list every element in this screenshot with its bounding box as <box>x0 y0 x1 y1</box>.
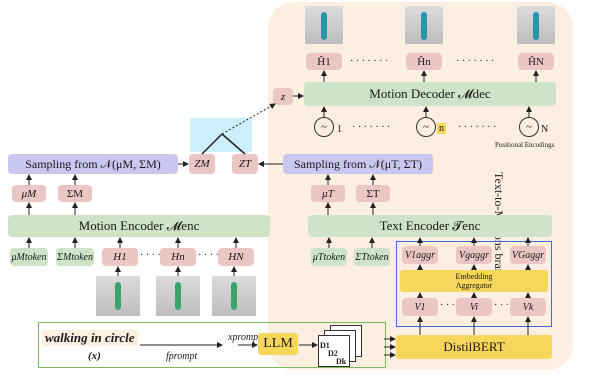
pos-enc-N-label: N <box>541 124 549 135</box>
motion-input-hn: Hn <box>160 248 196 266</box>
aggr-vector-G: VGaggr <box>510 246 546 264</box>
ellipsis: · · · · · · · <box>458 122 497 133</box>
pos-enc-N: ~ <box>519 117 539 137</box>
output-hN: ĤN <box>518 53 554 70</box>
input-frame-N <box>212 276 256 316</box>
motion-decoder: Motion Decoder 𝓜dec <box>304 82 556 106</box>
text-sigma-token: ΣTtoken <box>354 248 390 266</box>
v-vector-i: Vi <box>456 298 492 316</box>
prompt-pipeline-frame <box>38 322 386 368</box>
motion-encoder: Motion Encoder 𝓜enc <box>8 215 270 237</box>
ellipsis: · · · · <box>140 250 161 261</box>
ellipsis: · · · · · · · <box>350 56 389 67</box>
positional-encodings-label: Positional Encodings <box>495 141 555 149</box>
sampling-motion: Sampling from 𝒩(μM, ΣM) <box>8 154 178 174</box>
mu-m: μM <box>12 185 46 202</box>
zt-node: ZT <box>232 154 258 174</box>
prompt-text: walking in circle <box>42 330 138 346</box>
pos-enc-1: ~ <box>314 117 334 137</box>
mu-t: μT <box>311 185 345 202</box>
pos-enc-n-label: n <box>437 123 446 134</box>
ellipsis: · · · <box>494 300 509 311</box>
input-frame-1 <box>96 276 140 316</box>
aggr-vector-g: Vgaggr <box>456 246 492 264</box>
text-encoder: Text Encoder 𝓣enc <box>308 215 552 237</box>
output-frame-n <box>405 6 443 44</box>
ellipsis: · · · · <box>198 250 219 261</box>
ellipsis: · · · · · · · <box>352 122 391 133</box>
doc-1: D1 <box>320 341 330 350</box>
ellipsis: · · · <box>440 300 455 311</box>
prompt-x: (x) <box>88 350 101 362</box>
input-frame-n <box>156 276 200 316</box>
output-h1: Ĥ1 <box>306 53 342 70</box>
doc-2: D2 <box>328 349 338 358</box>
v-vector-1: V1 <box>402 298 438 316</box>
z-node: z <box>273 88 293 105</box>
doc-k: Dk <box>336 357 347 366</box>
output-hn: Ĥn <box>406 53 442 70</box>
sigma-t: ΣT <box>356 185 390 202</box>
motion-mu-token: μMtoken <box>10 248 48 266</box>
zm-node: ZM <box>189 154 215 174</box>
aggr-vector-1: V1aggr <box>402 246 438 264</box>
pos-enc-n: ~ <box>416 117 436 137</box>
llm-box: LLM <box>258 333 298 355</box>
ellipsis: · · · · · · · <box>456 56 495 67</box>
pos-enc-1-label: 1 <box>337 124 342 135</box>
output-frame-1 <box>305 6 343 44</box>
distilbert-box: DistilBERT <box>396 335 552 359</box>
sigma-m: ΣM <box>58 185 92 202</box>
f-prompt-label: fprompt <box>166 351 198 362</box>
motion-input-h1: H1 <box>102 248 138 266</box>
v-vector-k: Vk <box>510 298 546 316</box>
output-frame-N <box>517 6 555 44</box>
motion-sigma-token: ΣMtoken <box>56 248 94 266</box>
motion-input-hN: HN <box>218 248 254 266</box>
doc-stack: D1 D2 Dk <box>318 325 384 367</box>
text-mu-token: μTtoken <box>311 248 347 266</box>
x-prompt-label: xprompt <box>228 332 261 343</box>
sampling-text: Sampling from 𝒩(μT, ΣT) <box>283 154 433 174</box>
